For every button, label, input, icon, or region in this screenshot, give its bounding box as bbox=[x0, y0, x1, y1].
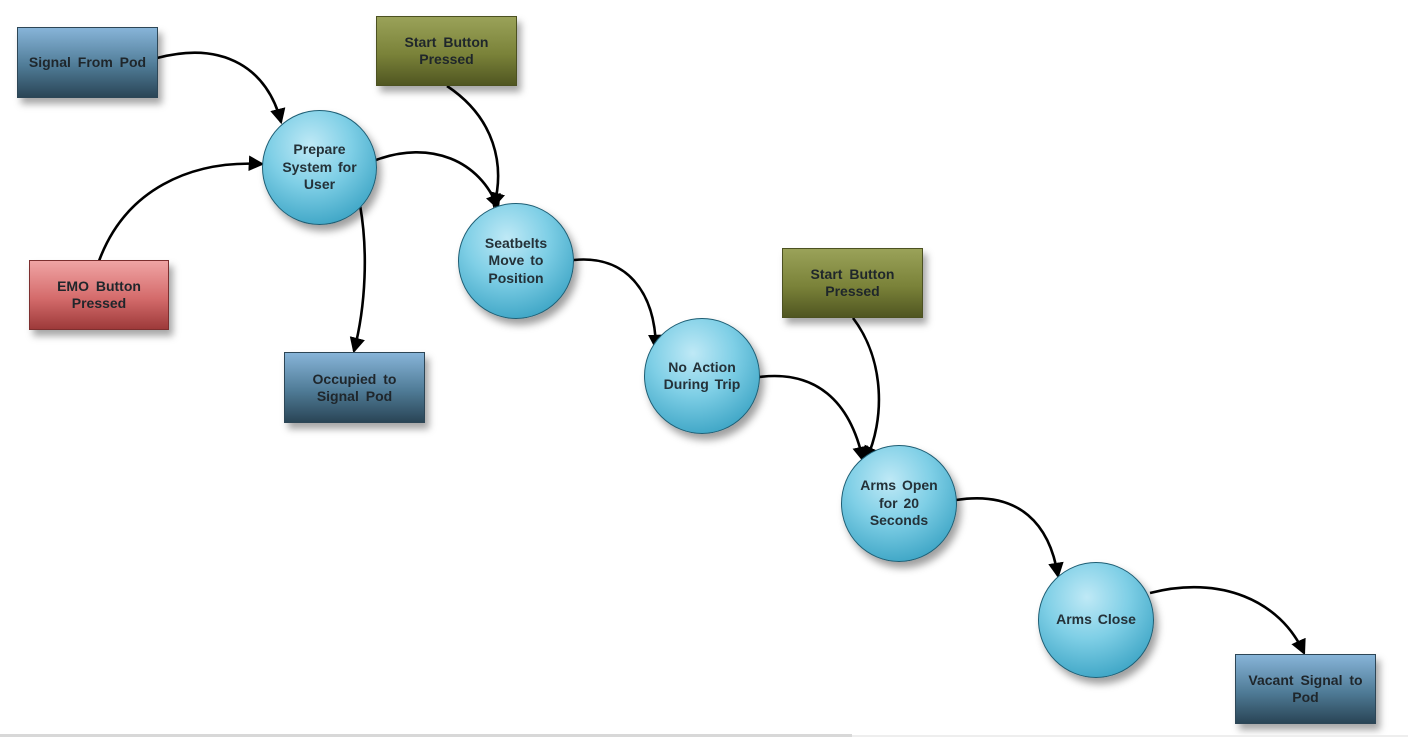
process-seatbelts-label: Seatbelts Move to Position bbox=[484, 234, 548, 286]
process-prepare-system: Prepare System for User bbox=[262, 110, 377, 225]
box-signal-from-pod: Signal From Pod bbox=[17, 27, 158, 98]
box-start-button-2: Start Button Pressed bbox=[782, 248, 923, 318]
process-no-action: No Action During Trip bbox=[644, 318, 760, 434]
edge-prepare-to-occupied bbox=[349, 204, 367, 354]
box-occupied-signal-label: Occupied to Signal Pod bbox=[312, 370, 397, 404]
edge-seatbelts-to-noaction bbox=[573, 258, 664, 351]
box-occupied-signal: Occupied to Signal Pod bbox=[284, 352, 425, 423]
box-start-button-1-label: Start Button Pressed bbox=[404, 34, 489, 67]
process-seatbelts: Seatbelts Move to Position bbox=[458, 203, 574, 319]
edge-noaction-to-armsopen bbox=[758, 374, 868, 463]
box-signal-from-pod-label: Signal From Pod bbox=[28, 54, 147, 70]
edge-armsclose-to-vacant bbox=[1149, 585, 1306, 656]
box-emo-button: EMO Button Pressed bbox=[29, 260, 169, 330]
process-arms-open: Arms Open for 20 Seconds bbox=[841, 445, 957, 562]
box-start-button-1: Start Button Pressed bbox=[376, 16, 517, 86]
edge-emo-to-prepare bbox=[97, 155, 265, 262]
edge-armsopen-to-armsclose bbox=[955, 497, 1064, 579]
edge-start2-to-armsopen bbox=[851, 317, 881, 463]
box-start-button-2-label: Start Button Pressed bbox=[810, 266, 895, 299]
box-emo-button-label: EMO Button Pressed bbox=[57, 278, 141, 311]
process-arms-close-label: Arms Close bbox=[1056, 611, 1136, 628]
bottom-divider-light bbox=[852, 735, 1408, 737]
edge-signal-to-prepare bbox=[156, 51, 286, 125]
process-prepare-system-label: Prepare System for User bbox=[282, 141, 357, 193]
box-vacant-signal: Vacant Signal to Pod bbox=[1235, 654, 1376, 724]
box-vacant-signal-label: Vacant Signal to Pod bbox=[1248, 672, 1363, 705]
process-no-action-label: No Action During Trip bbox=[663, 358, 741, 393]
edge-prepare-to-seatbelts bbox=[375, 151, 501, 211]
edge-start1-to-seatbelts bbox=[446, 84, 505, 209]
process-arms-open-label: Arms Open for 20 Seconds bbox=[860, 477, 938, 529]
process-arms-close: Arms Close bbox=[1038, 562, 1154, 678]
bottom-divider bbox=[0, 734, 852, 737]
